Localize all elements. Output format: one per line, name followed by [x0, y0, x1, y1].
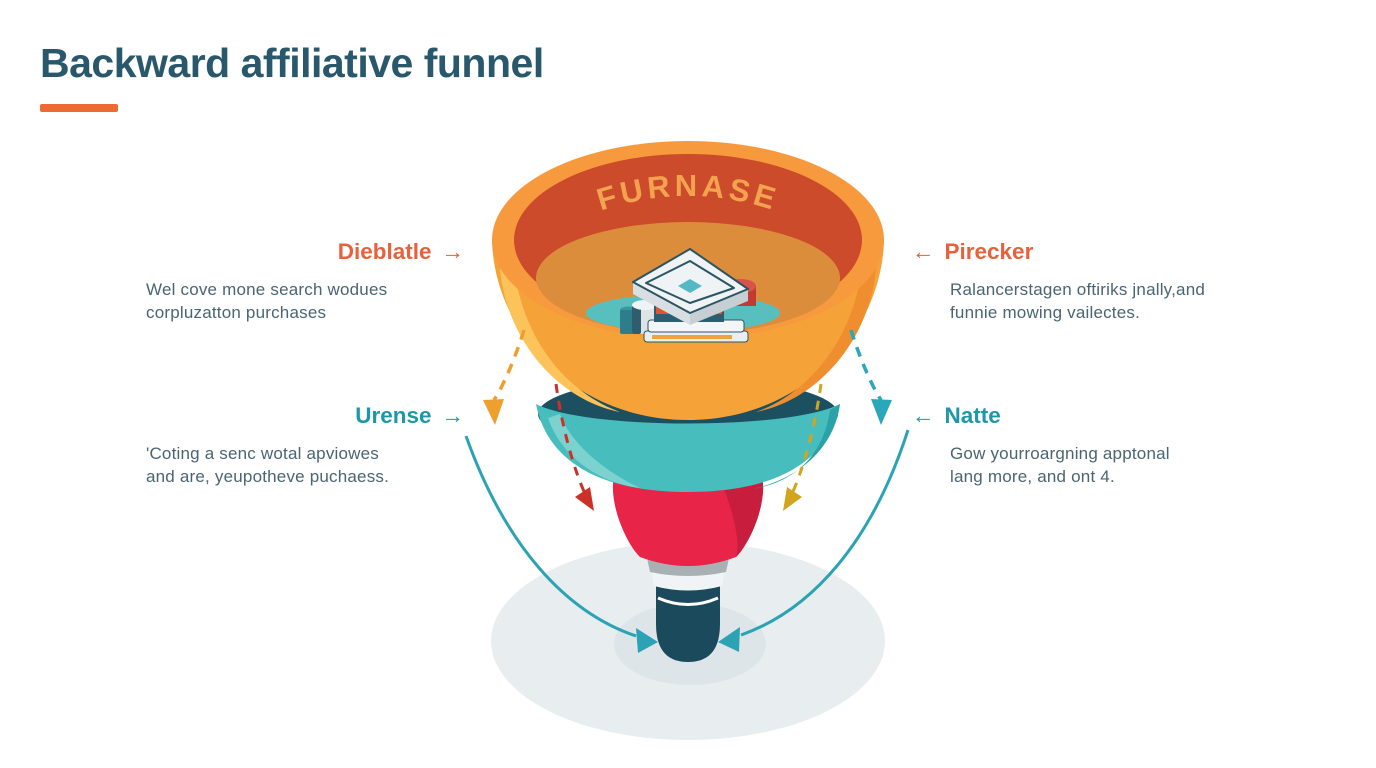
stack-book-stripe: [652, 335, 732, 339]
dashed-arrow-outer-right-head: [871, 399, 892, 425]
callout-heading-text: Natte: [944, 403, 1001, 428]
arrow-right-icon: →: [441, 239, 465, 264]
callout-body-line: Wel cove mone search wodues: [146, 280, 388, 299]
callout-heading-text: Urense: [355, 403, 432, 428]
stack-chip: [678, 279, 702, 293]
stack-plate-side-right: [690, 289, 748, 325]
stack-cylinder-white-side: [632, 305, 641, 334]
stack-plate-side-left: [633, 282, 690, 325]
funnel-cone-red-shade: [722, 476, 764, 557]
callout-natte: ← Natte Gow yourroargning apptonal lang m…: [912, 402, 1252, 488]
funnel-bowl-teal-highlight: [548, 414, 640, 488]
callout-pirecker: ← Pirecker Ralancerstagen oftiriks jnally…: [912, 238, 1252, 324]
callout-body: 'Coting a senc wotal apviowes and are, y…: [146, 442, 464, 488]
callout-heading: Urense →: [146, 402, 464, 430]
callout-heading: Dieblatle →: [146, 238, 464, 266]
dashed-arrow-outer-left-head: [483, 399, 504, 425]
flow-arc-right: [740, 429, 910, 637]
callout-heading: ← Pirecker: [912, 238, 1252, 266]
callout-body: Ralancerstagen oftiriks jnally,and funni…: [950, 278, 1252, 324]
dashed-arrow-inner-left-head: [575, 487, 594, 511]
stack-plate-inset: [645, 260, 735, 304]
callout-body-line: Ralancerstagen oftiriks jnally,and: [950, 280, 1206, 299]
callout-urense: Urense → 'Coting a senc wotal apviowes an…: [146, 402, 464, 488]
callout-body-line: and are, yeupotheve puchaess.: [146, 467, 390, 486]
callout-heading: ← Natte: [912, 402, 1252, 430]
callout-body-line: lang more, and ont 4.: [950, 467, 1115, 486]
callout-body-line: Gow yourroargning apptonal: [950, 444, 1170, 463]
dashed-arrow-inner-right: [789, 383, 823, 497]
funnel-spout-stripe: [657, 596, 719, 606]
flow-arc-left: [464, 435, 637, 638]
callout-dieblatle: Dieblatle → Wel cove mone search wodues c…: [146, 238, 464, 324]
stack-illustration: [586, 248, 780, 343]
funnel-bowl-teal: [536, 404, 840, 492]
callout-heading-text: Dieblatle: [337, 239, 432, 264]
arrow-right-icon: →: [441, 403, 465, 428]
flow-arc-left-arrowhead: [636, 628, 658, 653]
funnel-bowl-teal-shade: [752, 404, 840, 489]
funnel-cone-red: [612, 476, 764, 566]
arrow-left-icon: ←: [912, 403, 935, 428]
title-accent-bar: [40, 104, 118, 112]
dashed-arrow-inner-right-head: [783, 487, 802, 511]
callout-body: Wel cove mone search wodues corpluzatton…: [146, 278, 464, 324]
dashed-arrow-outer-right: [849, 329, 883, 401]
callout-body: Gow yourroargning apptonal lang more, an…: [950, 442, 1252, 488]
callout-heading-text: Pirecker: [944, 239, 1034, 264]
arrow-left-icon: ←: [912, 239, 935, 264]
callout-body-line: corpluzatton purchases: [146, 303, 327, 322]
callout-body-line: 'Coting a senc wotal apviowes: [146, 444, 380, 463]
dashed-arrow-outer-left: [492, 329, 526, 401]
callout-body-line: funnie mowing vailectes.: [950, 303, 1141, 322]
dashed-arrow-inner-left: [554, 383, 588, 497]
flow-arc-right-arrowhead: [718, 627, 740, 652]
page-title: Backward affiliative funnel: [40, 40, 544, 86]
funnel-spout: [656, 578, 720, 662]
